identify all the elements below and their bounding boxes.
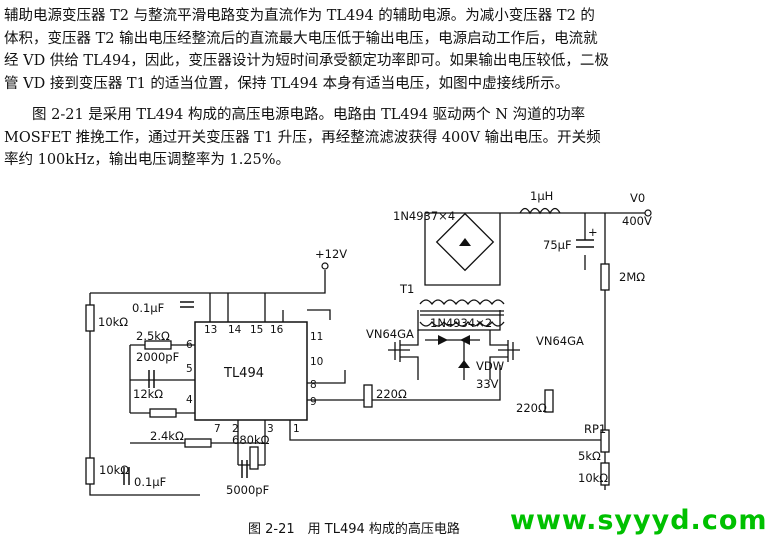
text-line: 管 VD 接到变压器 T1 的适当位置，保持 TL494 本身有适当电压，如图中… — [4, 75, 570, 92]
label-vout-v: 400V — [622, 214, 652, 228]
label-zener-v: 33V — [476, 377, 499, 391]
zener-diode — [458, 360, 470, 368]
pin-10: 10 — [310, 356, 323, 368]
resistor-220-right — [544, 389, 554, 413]
pin-13: 13 — [204, 324, 217, 336]
body-paragraph-2: 图 2-21 是采用 TL494 构成的高压电源电路。电路由 TL494 驱动两… — [4, 104, 766, 172]
resistor-680k — [249, 446, 259, 470]
label-plus: + — [588, 225, 598, 239]
wires — [89, 212, 645, 496]
mosfet-right — [489, 330, 520, 380]
figure-caption: 图 2-21 用 TL494 构成的高压电路 — [248, 522, 460, 537]
text-line: 辅助电源变压器 T2 与整流平滑电路变为直流作为 TL494 的辅助电源。为减小… — [4, 8, 595, 24]
label-vcc: +12V — [315, 247, 347, 261]
vout-terminal — [644, 209, 652, 217]
label-c-5000p: 5000pF — [226, 483, 269, 497]
label-t1: T1 — [399, 282, 414, 296]
label-bridge: 1N4937×4 — [393, 209, 455, 223]
label-r-2m: 2MΩ — [619, 270, 645, 284]
chip-label: TL494 — [223, 366, 264, 381]
pin-4: 4 — [186, 394, 193, 406]
label-zener: VDW — [476, 359, 504, 373]
potentiometer-rp1 — [600, 429, 610, 453]
label-r-220-right: 220Ω — [516, 401, 547, 415]
resistor-10k-bottom — [85, 457, 95, 485]
label-inductor: 1μH — [530, 189, 553, 203]
pin-3: 3 — [267, 423, 274, 435]
mosfet-left — [388, 330, 419, 380]
pin-11: 11 — [310, 331, 323, 343]
pin-8: 8 — [310, 379, 317, 391]
resistor-2-4k — [184, 438, 212, 448]
label-r-10k-fb: 10kΩ — [578, 471, 608, 485]
label-vout: V0 — [630, 191, 645, 205]
label-r-10k-bottom: 10kΩ — [99, 463, 129, 477]
text-line: 体积，变压器 T2 输出电压经整流后的直流最大电压低于输出电压，电源启动工作后，… — [4, 30, 598, 47]
resistor-2m — [600, 263, 610, 291]
label-r-2-4k: 2.4kΩ — [150, 429, 184, 443]
pin-9: 9 — [310, 396, 317, 408]
resistor-10k-top — [85, 304, 95, 332]
pin-6: 6 — [186, 339, 193, 351]
transformer-t1 — [419, 299, 505, 306]
label-r-220-left: 220Ω — [376, 387, 407, 401]
pin-2: 2 — [232, 423, 239, 435]
label-c-75u: 75μF — [543, 238, 572, 252]
pin-1: 1 — [293, 423, 300, 435]
label-r-2-5k: 2.5kΩ — [136, 329, 170, 343]
watermark: www.syyyd.com — [510, 505, 768, 536]
text-line: 率约 100kHz，输出电压调整率为 1.25%。 — [4, 152, 291, 168]
pin-5: 5 — [186, 363, 193, 375]
label-c-2000p: 2000pF — [136, 350, 179, 364]
tl494-chip — [194, 321, 308, 421]
label-c-01u-top: 0.1μF — [132, 301, 164, 315]
label-d-pair: 1N4934×2 — [430, 316, 492, 330]
vcc-terminal — [321, 262, 329, 270]
label-fet-right: VN64GA — [536, 334, 584, 348]
text-line: 经 VD 供给 TL494，因此，变压器设计为短时间承受额定功率即可。如果输出电… — [4, 53, 609, 69]
resistor-10k-fb — [600, 462, 610, 486]
label-r-680k: 680kΩ — [232, 433, 270, 447]
inductor-1uh — [519, 207, 561, 215]
label-r-10k-top: 10kΩ — [98, 315, 128, 329]
text-line: MOSFET 推挽工作，通过开关变压器 T1 升压，再经整流滤波获得 400V … — [4, 129, 601, 146]
pin-15: 15 — [250, 324, 263, 336]
pin-14: 14 — [228, 324, 242, 336]
resistor-2-5k — [144, 340, 172, 350]
body-paragraph-1: 辅助电源变压器 T2 与整流平滑电路变为直流作为 TL494 的辅助电源。为减小… — [4, 5, 766, 95]
label-c-01u-bottom: 0.1μF — [134, 475, 166, 489]
label-r-5k: 5kΩ — [578, 449, 601, 463]
pin-16: 16 — [270, 324, 284, 336]
resistor-12k — [149, 408, 177, 418]
label-fet-left: VN64GA — [366, 327, 414, 341]
label-rp1: RP1 — [584, 422, 606, 436]
text-line: 图 2-21 是采用 TL494 构成的高压电源电路。电路由 TL494 驱动两… — [32, 107, 586, 123]
label-r-12k: 12kΩ — [133, 387, 163, 401]
pin-7: 7 — [214, 423, 221, 435]
resistor-220-left — [363, 384, 373, 408]
